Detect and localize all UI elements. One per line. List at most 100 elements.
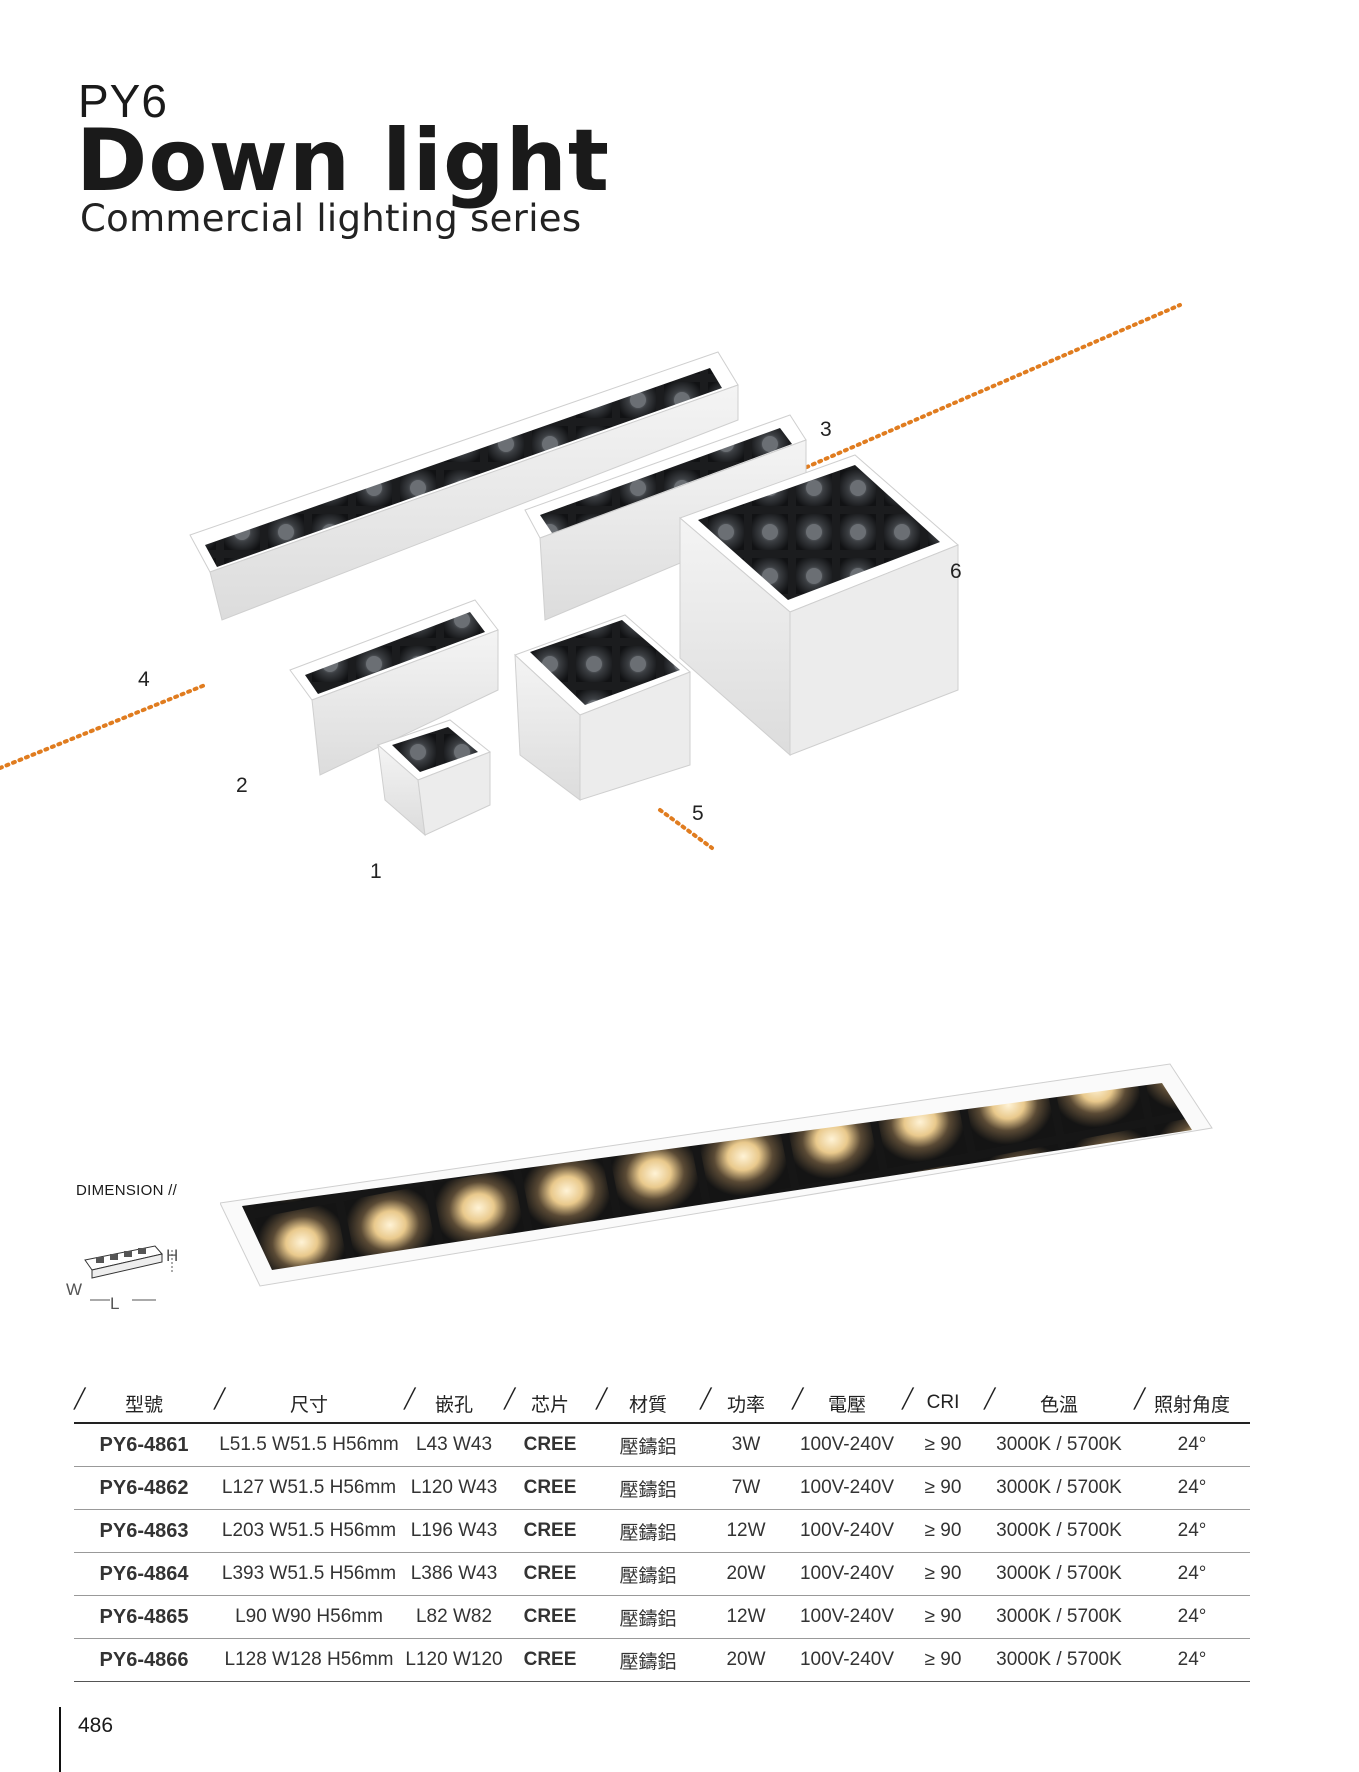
cell-beam-angle: 24°: [1134, 1552, 1250, 1596]
product-group-image: [0, 303, 1182, 850]
cell-model: PY6-4863: [74, 1509, 214, 1553]
product-6-image: [679, 454, 959, 757]
cell-voltage: 100V-240V: [792, 1466, 902, 1510]
cell-cct: 3000K / 5700K: [984, 1595, 1134, 1639]
dimension-l: L: [110, 1294, 120, 1313]
cell-chip: CREE: [504, 1423, 596, 1467]
model-code: PY6: [78, 75, 168, 127]
cell-cct: 3000K / 5700K: [984, 1638, 1134, 1682]
col-header-model: ╱型號: [74, 1384, 214, 1424]
cell-cutout: L120 W43: [404, 1466, 504, 1510]
dotted-leader-lines: [0, 303, 1182, 850]
page-number: 486: [78, 1714, 114, 1737]
cell-size: L128 W128 H56mm: [214, 1638, 404, 1682]
page-title: Down light: [76, 111, 610, 211]
cell-power: 20W: [700, 1552, 792, 1596]
dimension-h: H: [166, 1246, 179, 1265]
cell-voltage: 100V-240V: [792, 1509, 902, 1553]
cell-cct: 3000K / 5700K: [984, 1466, 1134, 1510]
product-1-image: [377, 719, 491, 837]
page-subtitle: Commercial lighting series: [80, 197, 582, 240]
cell-material: 壓鑄鋁: [596, 1595, 700, 1639]
product-4-image: [524, 414, 807, 621]
cell-model: PY6-4865: [74, 1595, 214, 1639]
cell-power: 7W: [700, 1466, 792, 1510]
cell-model: PY6-4864: [74, 1552, 214, 1596]
cell-model: PY6-4861: [74, 1423, 214, 1467]
callout-4: 4: [138, 668, 150, 691]
product-2-image: [289, 599, 499, 776]
cell-voltage: 100V-240V: [792, 1552, 902, 1596]
cell-power: 20W: [700, 1638, 792, 1682]
dimension-diagram: [84, 1245, 173, 1301]
cell-chip: CREE: [504, 1466, 596, 1510]
callout-2: 2: [236, 774, 248, 797]
cell-chip: CREE: [504, 1638, 596, 1682]
col-header-cri: ╱CRI: [902, 1384, 984, 1424]
cell-material: 壓鑄鋁: [596, 1638, 700, 1682]
cell-material: 壓鑄鋁: [596, 1423, 700, 1467]
cell-voltage: 100V-240V: [792, 1638, 902, 1682]
col-header-chip: ╱芯片: [504, 1384, 596, 1424]
product-5-image: [514, 614, 691, 801]
callout-3: 3: [820, 418, 832, 441]
cell-beam-angle: 24°: [1134, 1509, 1250, 1553]
cell-cri: ≥ 90: [902, 1466, 984, 1510]
cell-beam-angle: 24°: [1134, 1423, 1250, 1467]
callout-5: 5: [692, 802, 704, 825]
col-header-cct: ╱色溫: [984, 1384, 1134, 1424]
cell-size: L393 W51.5 H56mm: [214, 1552, 404, 1596]
cell-cct: 3000K / 5700K: [984, 1509, 1134, 1553]
cell-cri: ≥ 90: [902, 1552, 984, 1596]
cell-model: PY6-4862: [74, 1466, 214, 1510]
dimension-label: DIMENSION //: [76, 1182, 178, 1199]
cell-cutout: L43 W43: [404, 1423, 504, 1467]
col-header-beam-angle: ╱照射角度: [1134, 1384, 1250, 1424]
col-header-material: ╱材質: [596, 1384, 700, 1424]
cell-chip: CREE: [504, 1509, 596, 1553]
cell-cutout: L82 W82: [404, 1595, 504, 1639]
cell-cutout: L196 W43: [404, 1509, 504, 1553]
page-bar: [59, 1707, 61, 1772]
cell-chip: CREE: [504, 1595, 596, 1639]
dimension-w: W: [66, 1280, 83, 1299]
cell-power: 3W: [700, 1423, 792, 1467]
cell-material: 壓鑄鋁: [596, 1509, 700, 1553]
col-header-cutout: ╱嵌孔: [404, 1384, 504, 1424]
cell-material: 壓鑄鋁: [596, 1552, 700, 1596]
cell-voltage: 100V-240V: [792, 1595, 902, 1639]
cell-power: 12W: [700, 1509, 792, 1553]
cell-beam-angle: 24°: [1134, 1638, 1250, 1682]
cell-size: L127 W51.5 H56mm: [214, 1466, 404, 1510]
cell-cct: 3000K / 5700K: [984, 1423, 1134, 1467]
product-3-image: [189, 351, 739, 621]
cell-beam-angle: 24°: [1134, 1466, 1250, 1510]
table-header-row: ╱型號 ╱尺寸 ╱嵌孔 ╱芯片 ╱材質 ╱功率 ╱電壓 ╱CRI ╱色溫 ╱照射…: [74, 1384, 1250, 1424]
col-header-voltage: ╱電壓: [792, 1384, 902, 1424]
callout-1: 1: [370, 860, 382, 883]
cell-power: 12W: [700, 1595, 792, 1639]
cell-size: L90 W90 H56mm: [214, 1595, 404, 1639]
cell-cutout: L120 W120: [404, 1638, 504, 1682]
cell-cri: ≥ 90: [902, 1638, 984, 1682]
callout-6: 6: [950, 560, 962, 583]
cell-size: L203 W51.5 H56mm: [214, 1509, 404, 1553]
cell-material: 壓鑄鋁: [596, 1466, 700, 1510]
cell-voltage: 100V-240V: [792, 1423, 902, 1467]
spec-table: ╱型號 ╱尺寸 ╱嵌孔 ╱芯片 ╱材質 ╱功率 ╱電壓 ╱CRI ╱色溫 ╱照射…: [74, 1384, 1250, 1682]
cell-cutout: L386 W43: [404, 1552, 504, 1596]
cell-beam-angle: 24°: [1134, 1595, 1250, 1639]
col-header-size: ╱尺寸: [214, 1384, 404, 1424]
lit-strip-image: [220, 1063, 1213, 1287]
cell-size: L51.5 W51.5 H56mm: [214, 1423, 404, 1467]
cell-model: PY6-4866: [74, 1638, 214, 1682]
col-header-power: ╱功率: [700, 1384, 792, 1424]
cell-cct: 3000K / 5700K: [984, 1552, 1134, 1596]
cell-cri: ≥ 90: [902, 1509, 984, 1553]
